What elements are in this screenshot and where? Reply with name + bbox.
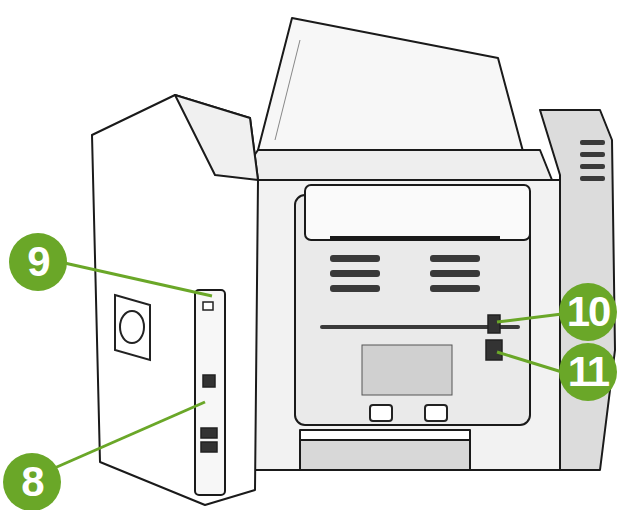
callout-number: 9 <box>10 234 66 290</box>
foot <box>425 405 447 421</box>
callout-circle <box>3 453 61 510</box>
back-panel <box>250 180 560 470</box>
vent <box>330 255 380 262</box>
vent <box>430 285 480 292</box>
callout-circle <box>559 283 617 341</box>
vent <box>430 255 480 262</box>
left-side-panel <box>92 95 258 505</box>
vent <box>580 164 605 169</box>
callout-number: 11 <box>560 344 616 400</box>
vent <box>580 140 605 145</box>
door-handle <box>330 236 500 240</box>
callout-circle <box>559 343 617 401</box>
usb-port <box>203 375 215 387</box>
top-corner <box>175 95 258 180</box>
vent <box>330 285 380 292</box>
ports <box>201 302 217 452</box>
callout-circle <box>9 233 67 291</box>
phone-port <box>201 428 217 438</box>
callout-number: 10 <box>560 284 616 340</box>
callout-number: 8 <box>4 454 60 510</box>
base-recess <box>300 440 470 470</box>
vent <box>580 176 605 181</box>
leader-line <box>60 262 212 296</box>
rear-door-top <box>305 185 530 240</box>
vent <box>430 270 480 277</box>
label-plate <box>362 345 452 395</box>
leader-line <box>50 402 205 470</box>
power-socket <box>486 340 502 360</box>
hp-logo <box>115 295 150 360</box>
foot <box>370 405 392 421</box>
vent <box>580 152 605 157</box>
leader-lines <box>50 262 562 470</box>
phone-port <box>201 442 217 452</box>
leader-line <box>497 352 562 372</box>
power-switch <box>488 315 500 333</box>
printer-body <box>92 18 615 505</box>
tray-edge <box>275 40 300 140</box>
logo-plate <box>115 295 150 360</box>
lock-slot <box>203 302 213 310</box>
interface-panel <box>195 290 225 495</box>
logo-ring <box>120 311 144 343</box>
callout-circles <box>3 233 617 510</box>
leader-line <box>497 314 562 322</box>
vent <box>330 270 380 277</box>
